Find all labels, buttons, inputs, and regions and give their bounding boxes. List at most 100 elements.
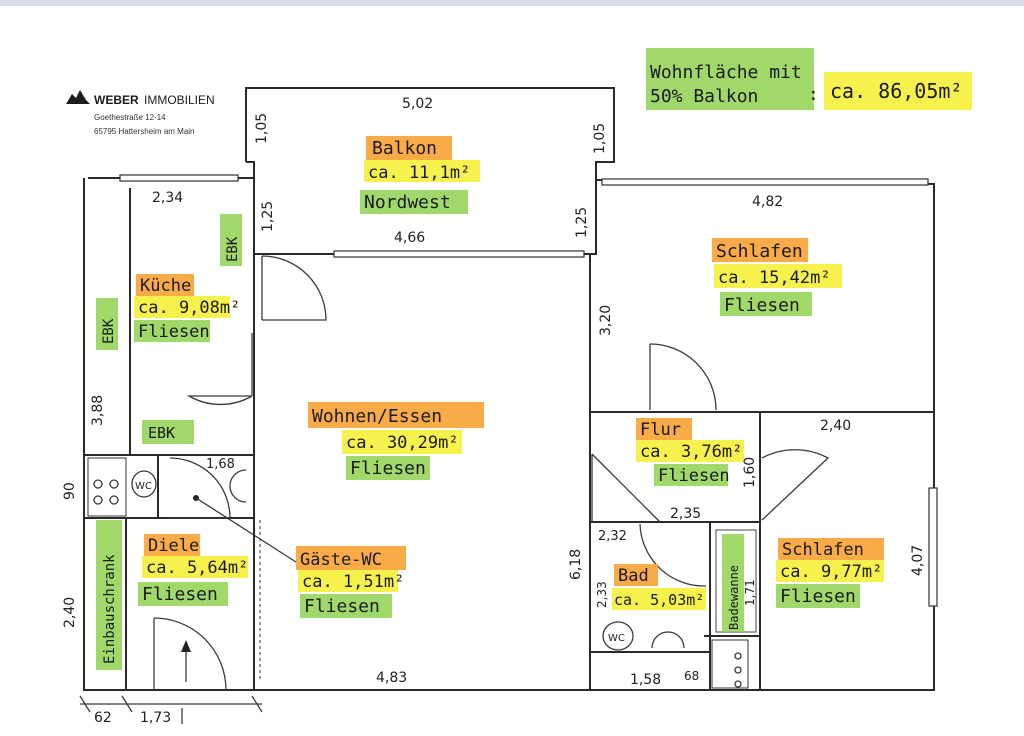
gaeste-wc-name-highlight [296, 546, 406, 570]
dim-wanne-length: 1,71 [743, 579, 757, 606]
balkon-area: ca. 11,1m² [368, 163, 470, 183]
badewanne-label: Badewanne [727, 565, 741, 630]
einbauschrank-highlight [96, 520, 122, 670]
dim-diele-depth: 2,40 [62, 597, 78, 628]
stove-burner-icon [93, 479, 103, 489]
ebk-bottom-highlight [142, 420, 194, 444]
dim-wohnen-width: 4,83 [376, 670, 407, 686]
dim-balkon-wall: 4,66 [394, 230, 425, 246]
bedroom2-door [761, 449, 830, 521]
schlafen2-area: ca. 9,77m² [780, 562, 882, 582]
schlafen2-name-highlight [778, 538, 884, 560]
wc-pointer-line [195, 497, 297, 563]
top-bar [0, 0, 1024, 6]
company-city: 65795 Hattersheim am Main [94, 127, 195, 136]
bad-name-highlight [614, 564, 658, 586]
dim-balkon-inner-left: 1,25 [260, 201, 276, 232]
wohnen-area: ca. 30,29m² [346, 433, 459, 453]
flur-floor: Fliesen [658, 466, 730, 486]
gaeste-wc-floor: Fliesen [304, 596, 380, 617]
summary-highlight-yellow [824, 72, 972, 110]
bad-area: ca. 5,03m² [614, 591, 704, 609]
room-balkon: Balkon ca. 11,1m² Nordwest [360, 136, 480, 214]
bath-toilet-icon [602, 621, 634, 651]
diele-floor: Fliesen [142, 584, 218, 605]
dim-bottom-mid: 1,73 [140, 710, 171, 726]
dim-flur-height: 1,60 [742, 457, 758, 488]
wc-door [169, 457, 231, 519]
flur-floor-highlight [654, 464, 728, 486]
schlafen2-floor: Fliesen [780, 586, 856, 607]
summary-colon: : [808, 84, 819, 105]
stove-burner-icon [109, 495, 119, 505]
bath-wc-label: WC [608, 633, 625, 644]
dim-bad-width: 2,32 [598, 529, 627, 544]
schlafen2-floor-highlight [776, 584, 860, 608]
kueche-floor-highlight [134, 320, 210, 342]
gaeste-wc-area: ca. 1,51m² [302, 572, 404, 592]
schlafen1-name: Schlafen [716, 241, 803, 262]
dim-bad-bottom: 1,58 [630, 672, 661, 688]
dim-kueche-width: 2,34 [152, 190, 183, 206]
gaeste-wc-name: Gäste-WC [300, 550, 382, 570]
room-gaeste-wc: Gäste-WC ca. 1,51m² Fliesen [296, 546, 406, 618]
gaeste-wc-area-highlight [298, 570, 398, 592]
schlafen1-area-highlight [714, 264, 842, 288]
company-name: IMMOBILIEN [144, 93, 215, 107]
company-street: Goethestraße 12-14 [94, 113, 166, 122]
dim-tick [121, 695, 133, 713]
flur-name-highlight [636, 418, 692, 440]
schlafen1-floor-highlight [720, 292, 812, 316]
dim-schlafen2-width: 2,40 [820, 418, 851, 434]
diele-area-highlight [142, 556, 248, 578]
dim-hall-depth: 90 [62, 482, 78, 500]
stove-burner-icon [109, 479, 119, 489]
ebk-side-label: EBK [101, 318, 117, 344]
dim-wc-width: 1,68 [206, 457, 235, 472]
ebk-top-highlight [220, 214, 242, 266]
schlafen1-name-highlight [712, 238, 808, 262]
company-logo: WEBER IMMOBILIEN Goethestraße 12-14 6579… [66, 90, 215, 136]
kueche-floor: Fliesen [138, 322, 210, 342]
diele-name-highlight [144, 534, 200, 556]
summary-highlight-green [646, 48, 814, 110]
bedroom1-window [601, 178, 929, 186]
wohnen-name: Wohnen/Essen [312, 406, 442, 427]
living-window [333, 250, 585, 258]
kueche-name-highlight [136, 274, 194, 296]
ship-icon [66, 90, 90, 104]
room-bad: Bad ca. 5,03m² Badewanne [612, 534, 744, 632]
shaft-circle-icon [734, 666, 742, 674]
bad-area-highlight [612, 588, 706, 610]
dim-balkon-width: 5,02 [402, 96, 433, 112]
badewanne-highlight [722, 534, 744, 632]
wc-label: WC [135, 481, 152, 492]
wohnen-area-highlight [342, 430, 462, 454]
dim-bottom-left: 62 [94, 710, 112, 726]
dim-bad-small: 68 [684, 669, 699, 683]
summary-line2: 50% Balkon [650, 86, 758, 107]
balkon-note-highlight [360, 190, 468, 214]
diele-floor-highlight [138, 582, 228, 606]
einbauschrank-label: Einbauschrank [102, 554, 118, 664]
wohnen-name-highlight [308, 402, 484, 428]
dim-tick [79, 695, 91, 713]
flur-name: Flur [640, 420, 681, 440]
schlafen2-area-highlight [776, 560, 884, 582]
doors [153, 255, 830, 691]
diele-area: ca. 5,64m² [146, 558, 248, 578]
room-schlafen1: Schlafen ca. 15,42m² Fliesen [712, 238, 842, 316]
kitchen-door [186, 333, 253, 406]
wc-sink-icon [229, 469, 247, 503]
summary-line1: Wohnfläche mit [650, 62, 802, 83]
dim-schlafen2-depth: 4,07 [910, 545, 926, 576]
kueche-name: Küche [140, 276, 191, 296]
windows [119, 174, 938, 607]
dim-balkon-right-depth: 1,05 [592, 123, 608, 154]
company-name-bold: WEBER [94, 93, 139, 107]
dim-balkon-inner-right: 1,25 [574, 207, 590, 238]
wohnen-floor: Fliesen [350, 458, 426, 479]
stove-burner-icon [93, 495, 103, 505]
balkon-note: Nordwest [364, 192, 451, 213]
